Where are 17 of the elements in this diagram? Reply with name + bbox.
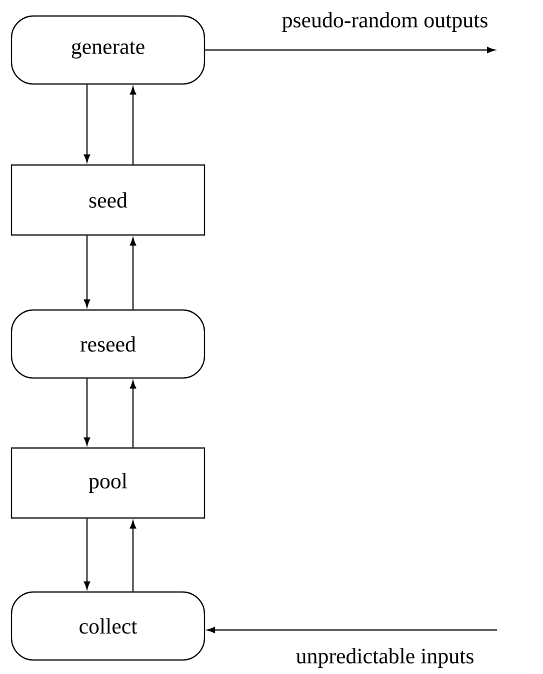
terminal-box: reseed bbox=[10, 309, 206, 379]
edge-label: unpredictable inputs bbox=[294, 647, 476, 669]
arrow bbox=[84, 378, 90, 446]
arrow bbox=[130, 520, 136, 592]
process-box: pool bbox=[10, 447, 206, 519]
arrow bbox=[84, 84, 90, 162]
arrow bbox=[207, 626, 497, 634]
arrow bbox=[205, 46, 495, 54]
arrow bbox=[130, 238, 136, 310]
process-box: seed bbox=[10, 164, 206, 236]
arrow bbox=[84, 236, 90, 308]
arrow bbox=[130, 86, 136, 164]
edge-label: pseudo-random outputs bbox=[280, 11, 490, 33]
arrow bbox=[84, 518, 90, 590]
terminal-box: generate bbox=[10, 15, 206, 85]
terminal-box: collect bbox=[10, 591, 206, 661]
arrow bbox=[130, 380, 136, 448]
